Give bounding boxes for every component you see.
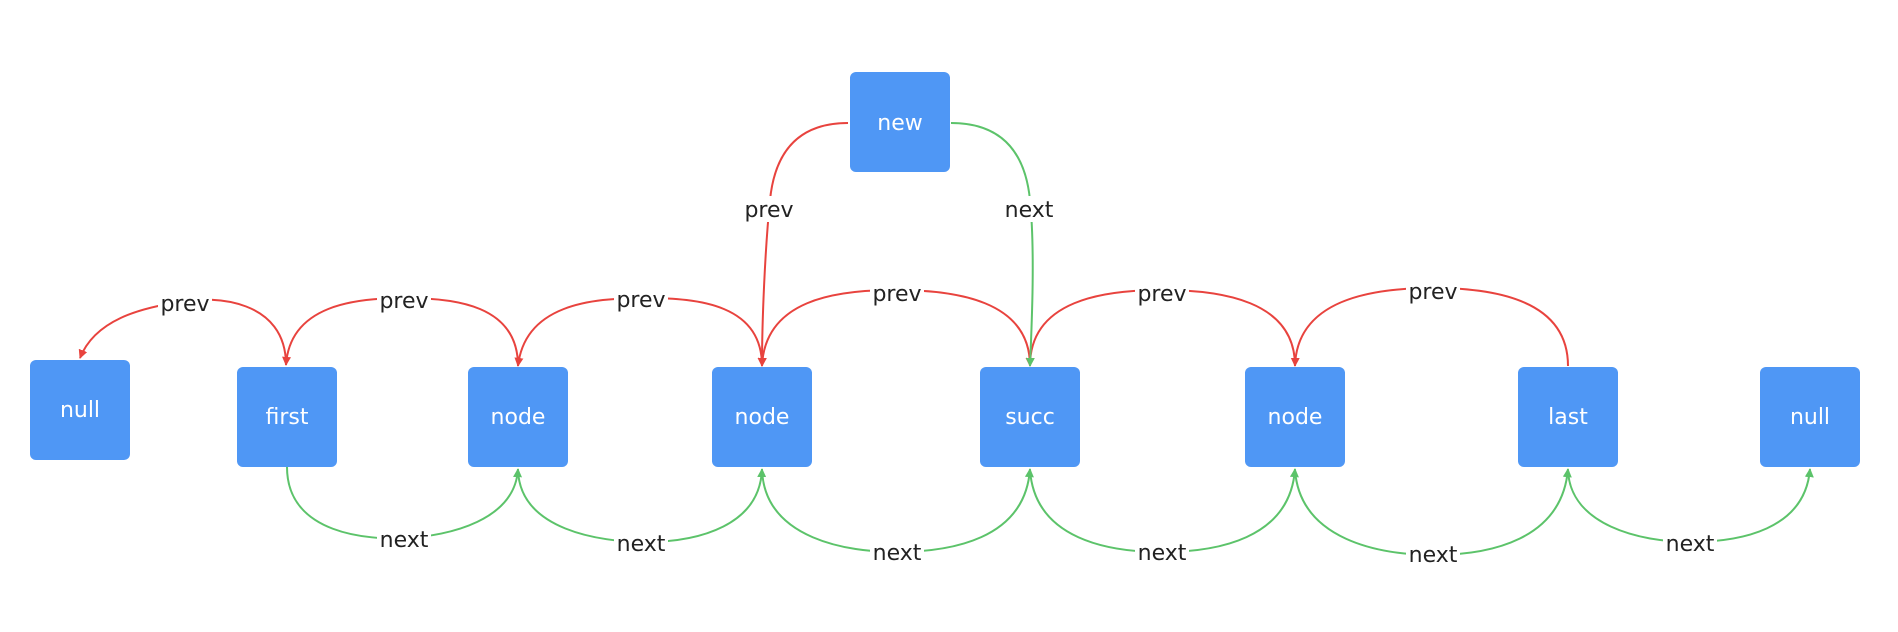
edge-label-prev: prev — [379, 289, 428, 314]
edge-label-prev: prev — [744, 198, 793, 223]
node-succ: succ — [980, 367, 1080, 467]
node-label: last — [1548, 405, 1588, 430]
edge-label-next: next — [1138, 541, 1187, 566]
node-label: null — [60, 398, 100, 423]
label-new-next-succ: next — [1002, 196, 1056, 223]
label-last-prev-node3: prev — [1406, 278, 1460, 305]
edge-label-next: next — [873, 541, 922, 566]
label-first-prev-null: prev — [158, 290, 212, 317]
edge-label-next: next — [1005, 198, 1054, 223]
label-node1-prev-first: prev — [377, 287, 431, 314]
prev-edges — [78, 122, 1569, 367]
label-succ-prev-node2: prev — [870, 280, 924, 307]
edge-label-prev: prev — [1137, 282, 1186, 307]
label-node2-prev-node1: prev — [614, 286, 668, 313]
node-label: node — [735, 405, 790, 430]
node-label: null — [1790, 405, 1830, 430]
node-null-right: null — [1760, 367, 1860, 467]
edge-label-prev: prev — [160, 292, 209, 317]
nodes: null first node node succ node last nul — [30, 72, 1860, 467]
node-node-2: node — [712, 367, 812, 467]
edge-label-next: next — [1666, 532, 1715, 557]
node-label: new — [877, 111, 922, 136]
label-succ-next-node3: next — [1135, 539, 1189, 566]
node-node-3: node — [1245, 367, 1345, 467]
node-new: new — [850, 72, 950, 172]
label-node2-next-succ: next — [870, 539, 924, 566]
next-edges — [286, 122, 1814, 557]
node-label: first — [266, 405, 309, 430]
node-label: node — [1268, 405, 1323, 430]
label-first-next-node1: next — [377, 526, 431, 553]
label-new-prev-node2: prev — [742, 196, 796, 223]
node-last: last — [1518, 367, 1618, 467]
edge-label-prev: prev — [1408, 280, 1457, 305]
label-node1-next-node2: next — [614, 530, 668, 557]
node-label: succ — [1005, 405, 1055, 430]
label-node3-next-last: next — [1406, 541, 1460, 568]
node-node-1: node — [468, 367, 568, 467]
label-node3-prev-succ: prev — [1135, 280, 1189, 307]
edge-label-prev: prev — [616, 288, 665, 313]
node-first: first — [237, 367, 337, 467]
edge-label-prev: prev — [872, 282, 921, 307]
edge-label-next: next — [380, 528, 429, 553]
node-label: node — [491, 405, 546, 430]
label-last-next-null: next — [1663, 530, 1717, 557]
edge-new-prev-node2 — [757, 122, 849, 367]
edge-labels: prev prev prev prev prev prev prev next — [158, 196, 1717, 568]
edge-label-next: next — [617, 532, 666, 557]
node-null-left: null — [30, 360, 130, 460]
edge-label-next: next — [1409, 543, 1458, 568]
